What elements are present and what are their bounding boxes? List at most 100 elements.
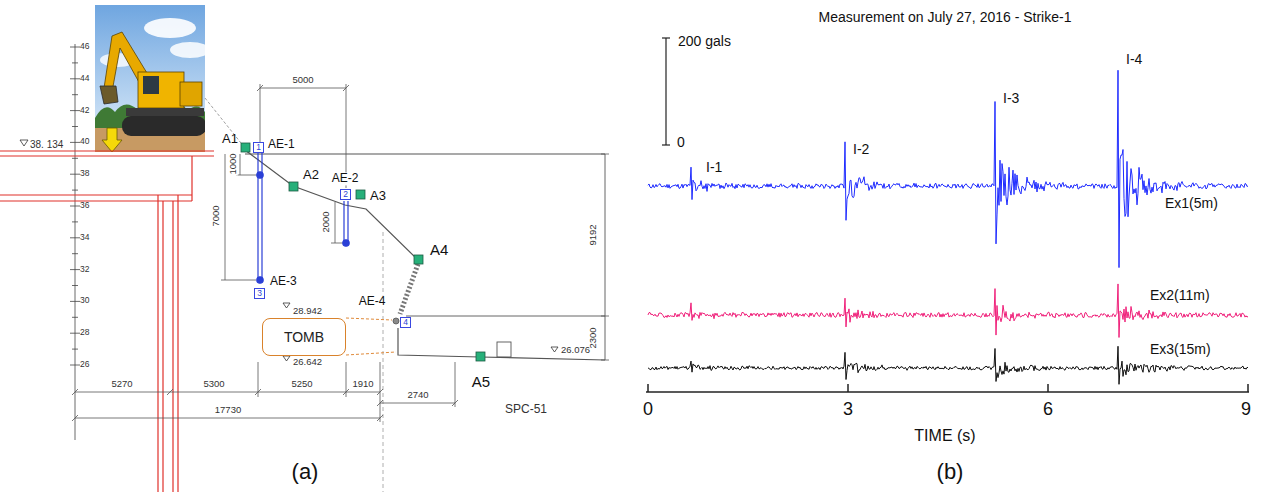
callout-number: 4	[403, 318, 408, 327]
dimension-lines	[335, 202, 336, 243]
sensor-borehole	[257, 153, 399, 324]
scale-label: 0	[677, 135, 685, 150]
dimension-lines	[380, 403, 455, 404]
axis-ticks	[72, 221, 78, 222]
sensor-borehole	[257, 277, 263, 283]
time-axis	[646, 384, 1249, 392]
level-value: 28.942	[293, 306, 322, 316]
tick-label: 28	[80, 329, 89, 338]
dimension: 5300	[203, 379, 224, 389]
excavator-photo	[180, 82, 202, 106]
ground-profile	[605, 154, 606, 360]
axis-ticks	[70, 269, 80, 270]
tick-label: 42	[80, 106, 89, 115]
tomb-outline-dashes	[346, 352, 396, 355]
sensor-label: AE-3	[270, 275, 297, 288]
red-structure	[191, 156, 192, 201]
dimension-lines	[260, 88, 346, 89]
tomb-outline-dashes	[346, 318, 396, 355]
axis-ticks	[70, 78, 80, 79]
tick-label: 46	[80, 42, 89, 51]
level-mark	[283, 303, 290, 308]
trace-label: Ex3(15m)	[1150, 342, 1211, 357]
dimension: 2740	[407, 390, 428, 400]
sensor-label: A2	[303, 168, 319, 182]
dimension-lines	[221, 280, 256, 281]
accelerometer-marker	[241, 143, 250, 152]
chart-title: Measurement on July 27, 2016 - Strike-1	[819, 10, 1072, 25]
sensor-label: A5	[472, 374, 490, 391]
dimension-lines	[75, 418, 380, 419]
excavator-photo	[170, 42, 205, 58]
ground-profile	[245, 150, 605, 492]
tomb-box: TOMB	[262, 318, 346, 356]
excavator-photo	[95, 5, 205, 152]
dimension: 17730	[215, 405, 241, 415]
scale-bar	[662, 38, 670, 145]
time-axis	[847, 384, 849, 392]
trace-label: Ex2(11m)	[1150, 288, 1210, 303]
tick-label: 44	[80, 74, 89, 83]
dimension-lines	[455, 362, 456, 407]
level-mark	[283, 356, 290, 361]
level-mark	[551, 347, 558, 352]
tomb-outline-dashes	[346, 318, 392, 320]
axis-ticks	[70, 174, 80, 175]
sensor-borehole	[343, 240, 349, 246]
level-value: 38. 134	[30, 139, 63, 150]
level-value: 26.642	[293, 357, 322, 367]
dimension-lines	[601, 154, 609, 155]
axis-ticks	[72, 126, 78, 127]
ground-profile	[406, 316, 605, 317]
axis-ticks	[72, 349, 78, 350]
axis-tick-label: 6	[1043, 400, 1053, 420]
sensor-borehole	[393, 318, 399, 324]
dimension: 5000	[292, 75, 313, 85]
axis-tick-label: 3	[843, 400, 853, 420]
dimension: 5270	[111, 379, 132, 389]
level-mark	[20, 140, 28, 146]
tick-label: 40	[80, 138, 89, 147]
callout-number: 2	[343, 190, 348, 199]
excavator-photo	[144, 18, 196, 38]
sensor-borehole	[347, 201, 348, 243]
accelerometer-marker	[414, 255, 423, 264]
accelerometer-marker	[476, 352, 485, 361]
axis-ticks	[72, 62, 78, 63]
time-axis	[1047, 384, 1049, 392]
axis-ticks	[72, 190, 78, 191]
dimension: 9192	[588, 223, 598, 246]
axis-ticks	[72, 158, 78, 159]
tick-label: 30	[80, 297, 89, 306]
level-value: 26.076	[561, 345, 590, 355]
time-axis	[646, 391, 1249, 393]
sensor-label: A3	[370, 189, 386, 203]
callout-number: 1	[256, 143, 261, 152]
dimension: 7000	[211, 204, 221, 227]
axis-ticks	[72, 253, 78, 254]
time-axis	[1247, 384, 1249, 392]
scale-bar	[665, 38, 666, 145]
axis-ticks	[72, 285, 78, 286]
tick-label: 26	[80, 360, 89, 369]
panel-label: (b)	[937, 460, 964, 484]
dimension-lines	[240, 154, 241, 175]
dimension: 1910	[352, 379, 373, 389]
callout-number: 3	[257, 289, 262, 298]
dimension: 1000	[228, 152, 238, 175]
sensor-borehole	[257, 172, 263, 178]
sensor-number: 1	[253, 142, 264, 153]
dimension-lines	[72, 85, 458, 421]
accelerometer-marker	[356, 190, 365, 199]
dimension-lines	[331, 243, 344, 244]
tick-label: 36	[80, 201, 89, 210]
ground-profile	[497, 342, 511, 357]
acceleration-traces	[648, 70, 1248, 384]
sensor-label: A1	[222, 132, 238, 146]
ground-profile	[245, 153, 605, 154]
trace-ex2	[648, 284, 1248, 338]
sensor-label: AE-2	[331, 172, 360, 185]
dimension: 2000	[321, 210, 331, 233]
excavator-photo	[143, 76, 159, 94]
